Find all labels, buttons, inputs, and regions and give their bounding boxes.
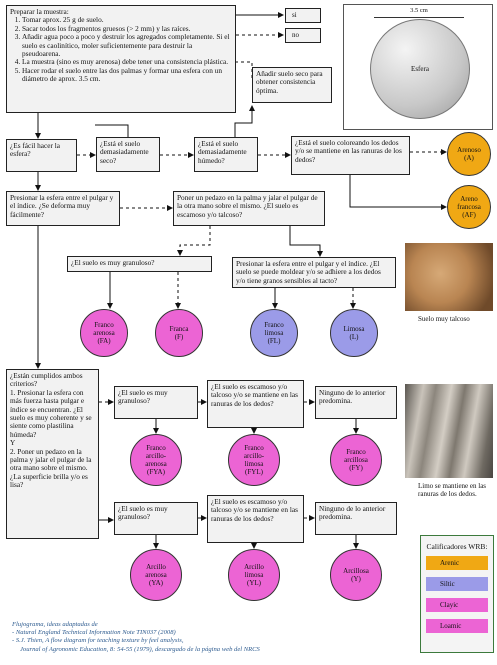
prep-step: Hacer rodar el suelo entre las dos palma…	[22, 66, 232, 84]
result-franco-arcillo-limosa: Franco arcillo- limosa (FYL)	[228, 434, 280, 486]
legend-item-arenic: Arenic	[426, 556, 488, 570]
press-sphere-2-box: Presionar la esfera entre el pulgar y el…	[232, 257, 396, 288]
prep-sample-box: Preparar la muestra: Tomar aprox. 25 g d…	[6, 5, 236, 113]
legend-title: Calificadores WRB:	[426, 542, 488, 551]
result-franco-limosa: Franco limosa (FL)	[250, 309, 298, 357]
add-water-box: Añadir suelo seco para obtener consisten…	[252, 67, 332, 103]
q-colors-fingers: ¿Está el suelo coloreando los dedos y/o …	[291, 136, 410, 175]
criteria-box: ¿Están cumplidos ambos criterios? 1. Pre…	[6, 369, 99, 539]
talc-caption: Suelo muy talcoso	[418, 315, 470, 323]
q-sphere-easy: ¿Es fácil hacer la esfera?	[6, 139, 77, 172]
footer-line: Flujograma, ideas adaptadas de	[12, 621, 98, 628]
sphere-figure: 3.5 cm Esfera	[343, 4, 493, 130]
prep-step: La muestra (sino es muy arenosa) debe te…	[22, 58, 232, 67]
prep-step: Tomar aprox. 25 g de suelo.	[22, 15, 232, 24]
result-arcillo-arenosa: Arcillo arenosa (YA)	[130, 549, 182, 601]
q-flaky-a: ¿El suelo es escamoso y/o talcoso y/o se…	[207, 380, 304, 428]
result-arcillosa: Arcillosa (Y)	[330, 549, 382, 601]
legend-item-clayic: Clayic	[426, 598, 488, 612]
source-footer: Flujograma, ideas adaptadas de - Natural…	[12, 621, 260, 654]
sphere-shape: Esfera	[370, 19, 470, 119]
legend-item-siltic: Siltic	[426, 577, 488, 591]
footer-line: - S.J. Thien, A flow diagram for teachin…	[12, 637, 184, 645]
prep-title: Preparar la muestra:	[10, 7, 69, 16]
q-very-grainy: ¿El suelo es muy granuloso?	[67, 256, 212, 272]
q-too-wet: ¿Está el suelo demasiadamente húmedo?	[194, 137, 258, 172]
wrb-legend: Calificadores WRB: Arenic Siltic Clayic …	[420, 535, 494, 653]
prep-step: Añadir agua poco a poco y destruir los a…	[22, 32, 232, 58]
legend-no: no	[285, 28, 321, 43]
result-franco-arenosa: Franco arenosa (FA)	[80, 309, 128, 357]
prep-step: Sacar todos los fragmentos gruesos (> 2 …	[22, 24, 232, 33]
q-flaky-b: ¿El suelo es escamoso y/o talcoso y/o se…	[207, 495, 304, 543]
result-limosa: Limosa (L)	[330, 309, 378, 357]
legend-item-loamic: Loamic	[426, 619, 488, 633]
footer-line: - Natural England Technical Information …	[12, 629, 176, 637]
sphere-diameter-label: 3.5 cm	[410, 7, 428, 14]
prep-steps: Tomar aprox. 25 g de suelo. Sacar todos …	[10, 15, 232, 84]
q-grainy-b: ¿El suelo es muy granuloso?	[114, 502, 198, 535]
q-too-dry: ¿Está el suelo demasiadamente seco?	[96, 137, 160, 172]
put-piece-box: Poner un pedazo en la palma y jalar el p…	[173, 191, 325, 226]
footer-line: Journal of Agronomic Education, 8: 54-55…	[20, 645, 260, 653]
press-sphere-box: Presionar la esfera entre el pulgar y el…	[6, 191, 120, 226]
none-a: Ninguno de lo anterior predomina.	[315, 386, 397, 419]
result-franco-arcillo-arenosa: Franco arcillo- arenosa (FYA)	[130, 434, 182, 486]
result-areno-francosa: Areno francosa (AF)	[447, 185, 491, 229]
result-franco-arcillosa: Franco arcillosa (FY)	[330, 434, 382, 486]
silt-caption: Limo se mantiene en las ranuras de los d…	[418, 482, 487, 499]
silt-fingers-photo	[405, 384, 493, 478]
result-arcillo-limosa: Arcillo limosa (YL)	[228, 549, 280, 601]
legend-yes: si	[285, 8, 321, 23]
result-arenoso: Arenoso (A)	[447, 132, 491, 176]
q-grainy-a: ¿El suelo es muy granuloso?	[114, 386, 198, 419]
sphere-dimension-line	[374, 17, 464, 18]
result-franca: Franca (F)	[155, 309, 203, 357]
none-b: Ninguno de lo anterior predomina.	[315, 502, 397, 535]
sphere-label: Esfera	[411, 65, 429, 73]
talc-soil-photo	[405, 243, 493, 311]
